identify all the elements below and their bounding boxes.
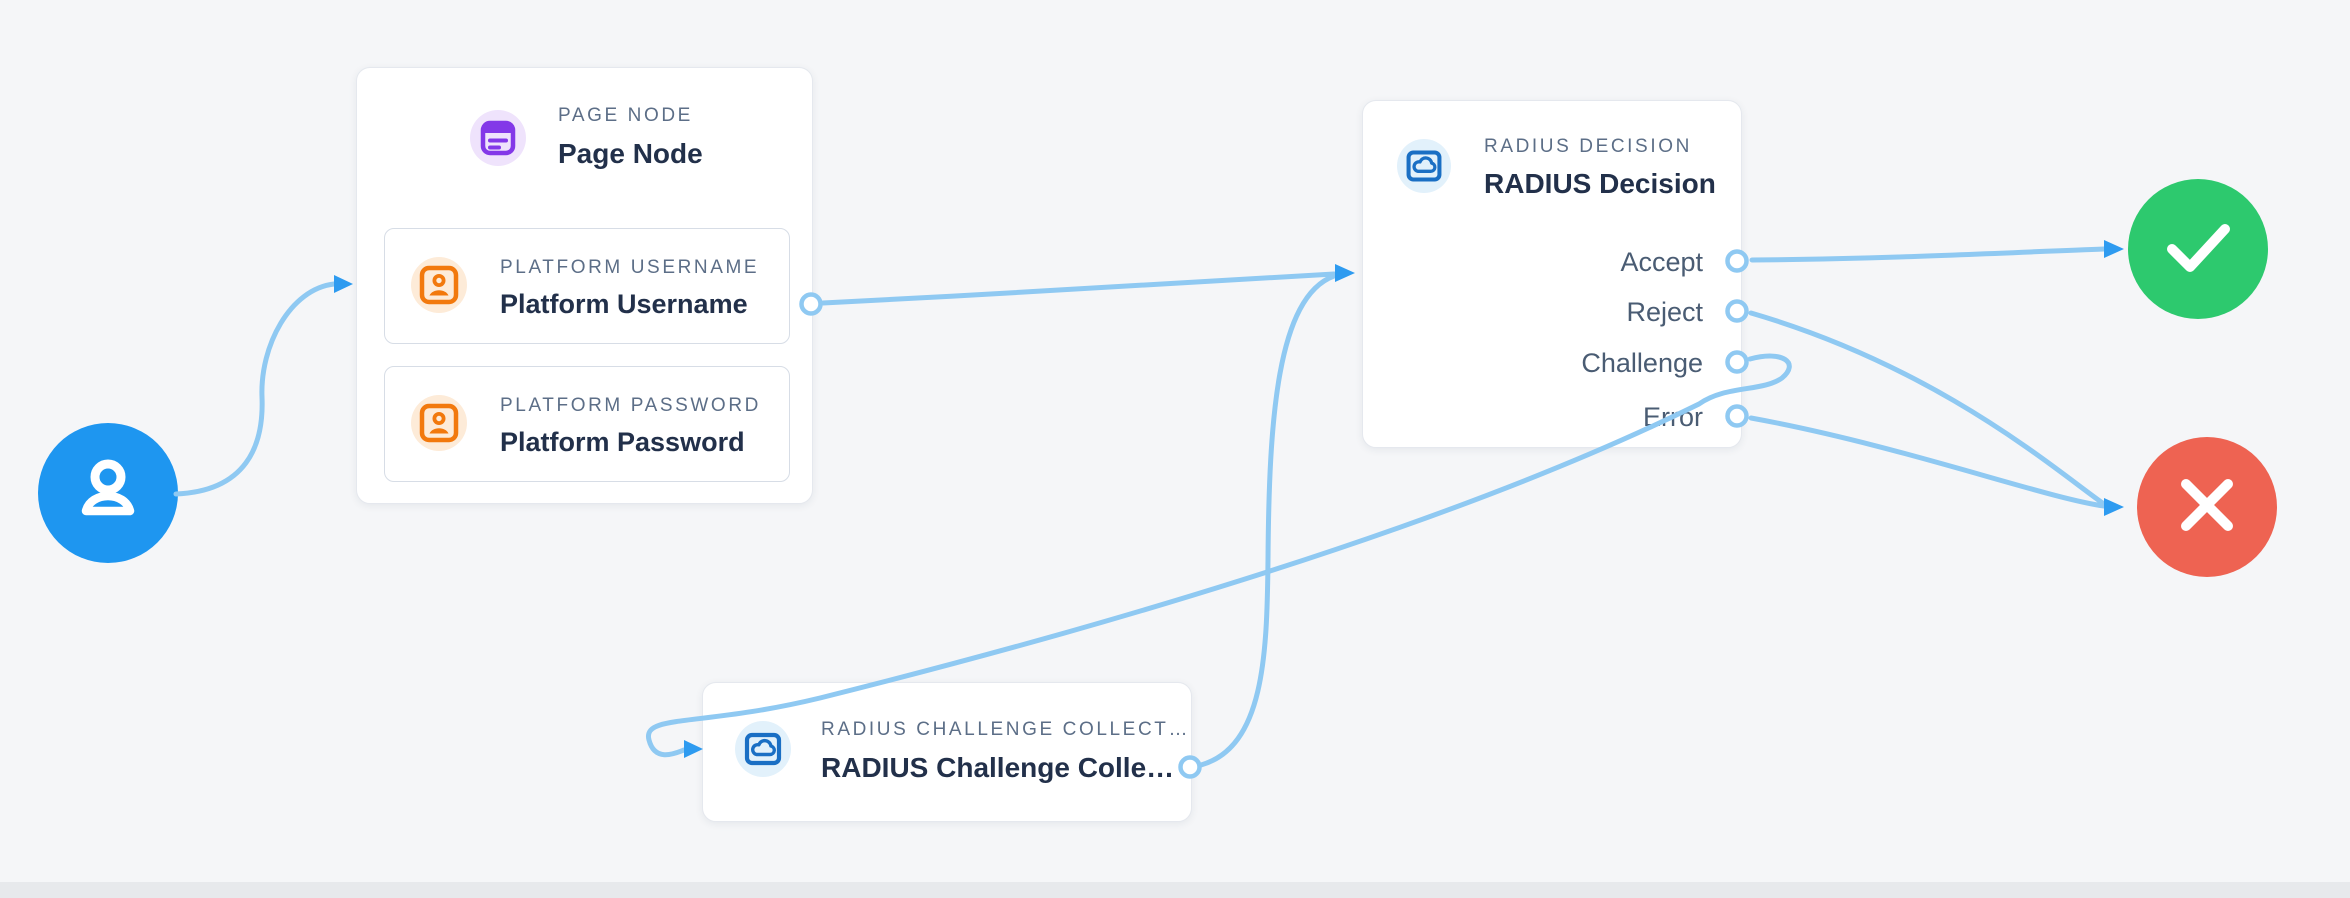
form-page-icon	[470, 110, 526, 166]
collector-input-arrow	[684, 740, 703, 758]
output-challenge[interactable]: Challenge	[1581, 348, 1703, 378]
check-icon	[2128, 177, 2268, 322]
canvas-bottom-strip	[0, 882, 2350, 898]
field-type-label: PLATFORM PASSWORD	[500, 395, 761, 416]
field-type-label: PLATFORM USERNAME	[500, 257, 760, 278]
output-reject[interactable]: Reject	[1626, 297, 1703, 327]
cloud-connector-icon	[735, 721, 791, 777]
output-error[interactable]: Error	[1643, 402, 1703, 432]
radius-decision-title: RADIUS Decision	[1484, 168, 1716, 199]
success-input-arrow	[2104, 240, 2124, 258]
page-node-card[interactable]: PAGE NODE Page Node PLATFORM USERNAME Pl…	[356, 67, 813, 504]
field-title: Platform Password	[500, 427, 745, 457]
output-accept[interactable]: Accept	[1620, 247, 1703, 277]
field-platform-username[interactable]: PLATFORM USERNAME Platform Username	[384, 228, 790, 344]
edge-reject-to-failure[interactable]	[1748, 310, 2107, 507]
cloud-connector-icon	[1397, 139, 1451, 193]
start-user-node[interactable]	[38, 423, 178, 563]
edge-error-to-failure[interactable]	[1748, 415, 2107, 509]
collector-title: RADIUS Challenge Colle…	[821, 752, 1175, 783]
field-platform-password[interactable]: PLATFORM PASSWORD Platform Password	[384, 366, 790, 482]
failure-input-arrow	[2104, 498, 2124, 516]
radius-challenge-collector-card[interactable]: RADIUS CHALLENGE COLLECT… RADIUS Challen…	[702, 682, 1192, 822]
page-node-input-arrow	[334, 275, 353, 293]
page-node-title: Page Node	[558, 138, 703, 169]
edge-collector-to-decision[interactable]	[1198, 273, 1337, 768]
x-icon	[2137, 435, 2277, 580]
id-badge-icon	[411, 395, 467, 451]
decision-input-arrow	[1335, 264, 1355, 282]
edge-accept-to-success[interactable]	[1749, 246, 2107, 263]
collector-type-label: RADIUS CHALLENGE COLLECT…	[821, 719, 1191, 740]
id-badge-icon	[411, 257, 467, 313]
user-icon	[38, 421, 178, 566]
success-node[interactable]	[2128, 179, 2268, 319]
field-title: Platform Username	[500, 289, 748, 319]
radius-decision-card[interactable]: RADIUS DECISION RADIUS Decision Accept R…	[1362, 100, 1742, 448]
failure-node[interactable]	[2137, 437, 2277, 577]
edge-start-to-page-node[interactable]	[173, 281, 337, 497]
edge-username-to-decision[interactable]	[820, 271, 1337, 306]
radius-decision-type-label: RADIUS DECISION	[1484, 136, 1692, 157]
page-node-type-label: PAGE NODE	[558, 105, 693, 126]
